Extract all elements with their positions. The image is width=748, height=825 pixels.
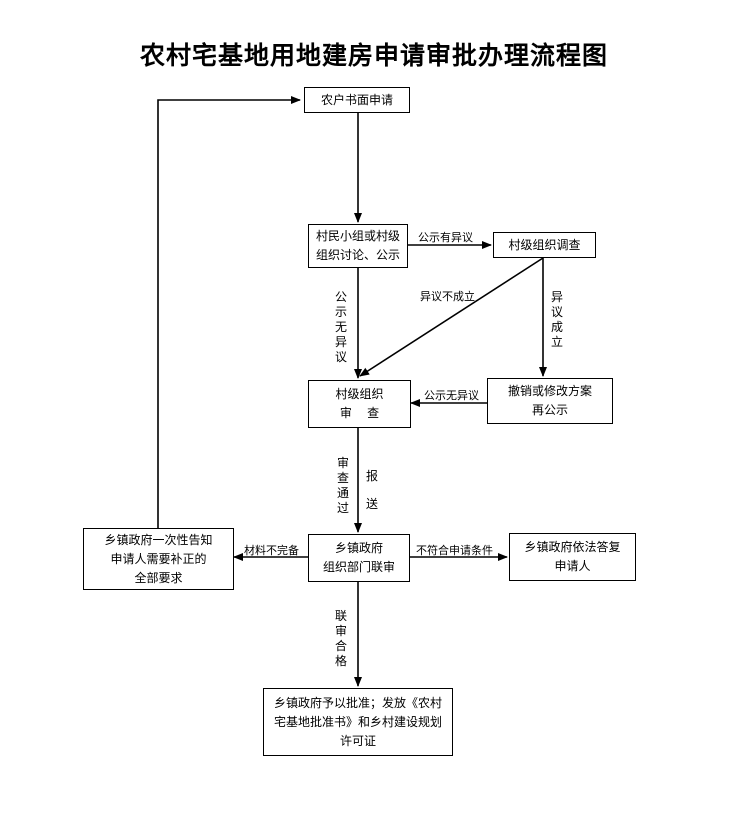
node-review-line-2: 审 查 <box>339 406 380 420</box>
node-investigate-line-1: 村级组织调查 <box>508 237 581 252</box>
node-inform: 乡镇政府一次性告知 申请人需要补正的 全部要求 <box>83 528 234 590</box>
node-inform-line-1: 乡镇政府一次性告知 <box>104 532 213 547</box>
node-joint: 乡镇政府 组织部门联审 <box>308 534 410 582</box>
label-no-objection-horizontal: 公示无异议 <box>424 389 479 402</box>
arrow-inform-to-apply <box>157 96 301 530</box>
node-discuss-line-2: 组织讨论、公示 <box>315 248 400 262</box>
node-joint-line-1: 乡镇政府 <box>334 541 383 555</box>
node-reply: 乡镇政府依法答复 申请人 <box>509 533 636 581</box>
label-objection-invalid: 异议不成立 <box>420 290 475 303</box>
node-approve: 乡镇政府予以批准；发放《农村 宅基地批准书》和乡村建设规划 许可证 <box>263 688 453 756</box>
node-inform-line-2: 申请人需要补正的 <box>110 551 207 566</box>
node-inform-line-3: 全部要求 <box>134 570 183 585</box>
node-investigate: 村级组织调查 <box>493 232 596 258</box>
node-apply-line-1: 农户书面申请 <box>320 92 393 107</box>
node-apply: 农户书面申请 <box>304 87 410 113</box>
node-approve-line-1: 乡镇政府予以批准；发放《农村 <box>273 695 442 710</box>
node-reply-line-2: 申请人 <box>554 559 591 573</box>
label-review-pass: 审查通过 <box>336 456 349 515</box>
node-review-line-1: 村级组织 <box>335 387 384 401</box>
label-incomplete: 材料不完备 <box>244 544 299 557</box>
label-objection: 公示有异议 <box>418 231 473 244</box>
page-title: 农村宅基地用地建房申请审批办理流程图 <box>139 41 608 70</box>
label-no-objection-vertical: 公示无异议 <box>334 290 347 364</box>
arrow-investigate-to-review <box>359 257 544 377</box>
label-report: 报送 <box>365 469 378 511</box>
node-approve-line-2: 宅基地批准书》和乡村建设规划 <box>273 714 442 729</box>
node-approve-line-3: 许可证 <box>339 733 376 748</box>
label-joint-pass: 联审合格 <box>334 609 347 668</box>
node-revise-line-1: 撤销或修改方案 <box>507 384 592 398</box>
node-revise-line-2: 再公示 <box>531 403 568 417</box>
node-review: 村级组织 审 查 <box>308 380 411 428</box>
node-revise: 撤销或修改方案 再公示 <box>487 378 613 424</box>
label-objection-valid: 异议成立 <box>550 290 563 349</box>
node-discuss-line-1: 村民小组或村级 <box>315 229 400 243</box>
node-reply-line-1: 乡镇政府依法答复 <box>524 540 621 554</box>
label-not-eligible: 不符合申请条件 <box>416 544 493 557</box>
node-discuss: 村民小组或村级 组织讨论、公示 <box>308 224 408 268</box>
node-joint-line-2: 组织部门联审 <box>322 560 395 574</box>
